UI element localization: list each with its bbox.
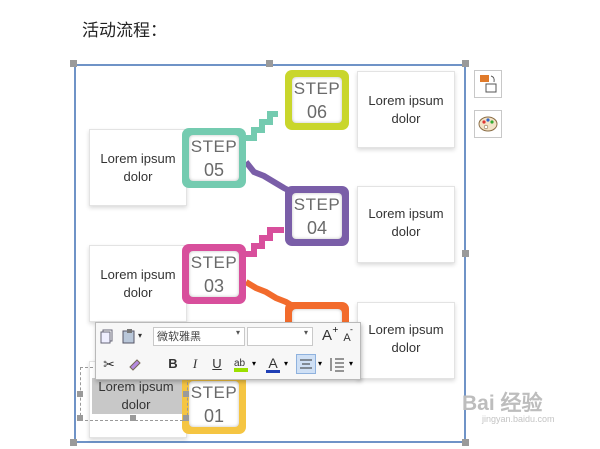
step-number: 01 <box>203 406 225 426</box>
shrink-arrow-icon: - <box>350 325 353 334</box>
font-size-dropdown-icon[interactable]: ▾ <box>304 328 309 337</box>
bold-label: B <box>168 356 178 371</box>
text-card[interactable]: Lorem ipsum dolor <box>357 186 455 263</box>
grow-font-label: A <box>321 327 332 344</box>
step-inner: STEP 03 <box>189 251 239 297</box>
resize-handle-br[interactable] <box>462 439 469 446</box>
line-spacing-icon[interactable] <box>328 355 346 373</box>
step-number: 04 <box>306 218 328 238</box>
watermark-url: jingyan.baidu.com <box>482 414 555 424</box>
baidu-watermark: Bai 经验 <box>462 392 543 415</box>
resize-handle-tl[interactable] <box>70 60 77 67</box>
align-dropdown-icon[interactable]: ▾ <box>318 359 323 368</box>
mini-format-toolbar: ▾ 微软雅黑 ▾ ▾ A + A - ✂ B I U ab ▾ A ▾ ▾ ▾ <box>95 322 361 380</box>
highlight-dropdown-icon[interactable]: ▾ <box>252 359 257 368</box>
text-card[interactable]: Lorem ipsum dolor <box>89 245 187 322</box>
step-06-box[interactable]: STEP 06 <box>285 70 349 130</box>
step-03-box[interactable]: STEP 03 <box>182 244 246 304</box>
layout-options-button[interactable] <box>474 70 502 98</box>
italic-button[interactable]: I <box>186 355 204 373</box>
align-center-button[interactable] <box>296 354 316 374</box>
resize-handle-mr[interactable] <box>462 250 469 257</box>
step-number: 03 <box>203 276 225 296</box>
underline-button[interactable]: U <box>208 355 226 373</box>
svg-text:ab: ab <box>234 358 246 369</box>
font-name-select[interactable]: 微软雅黑 <box>153 327 245 346</box>
textbox-handle-mr[interactable] <box>183 391 189 397</box>
text-card[interactable]: Lorem ipsum dolor <box>357 302 455 379</box>
step-number: 06 <box>306 102 328 122</box>
line-spacing-dropdown-icon[interactable]: ▾ <box>349 359 354 368</box>
step-word: STEP <box>293 195 341 214</box>
textbox-handle-bc[interactable] <box>130 415 136 421</box>
step-inner: STEP 05 <box>189 135 239 181</box>
text-selection-highlight <box>92 378 182 414</box>
font-size-select[interactable] <box>247 327 313 346</box>
page-heading: 活动流程： <box>82 21 167 41</box>
card-text: Lorem ipsum dolor <box>368 93 444 126</box>
step-word: STEP <box>190 137 238 156</box>
text-card[interactable]: Lorem ipsum dolor <box>89 129 187 206</box>
paste-icon[interactable] <box>120 327 138 345</box>
step-05-box[interactable]: STEP 05 <box>182 128 246 188</box>
layout-options-icon <box>480 75 497 93</box>
textbox-handle-br[interactable] <box>183 415 189 421</box>
font-name-dropdown-icon[interactable]: ▾ <box>236 328 241 337</box>
palette-icon <box>478 116 498 132</box>
scissors-icon[interactable]: ✂ <box>103 356 115 372</box>
font-color-swatch <box>266 370 280 373</box>
textbox-handle-bl[interactable] <box>77 415 83 421</box>
bold-button[interactable]: B <box>164 355 182 373</box>
step-word: STEP <box>190 383 238 402</box>
textbox-handle-ml[interactable] <box>77 391 83 397</box>
card-text: Lorem ipsum dolor <box>100 151 176 184</box>
step-word: STEP <box>190 253 238 272</box>
card-text[interactable]: Lorem ipsum dolor <box>98 379 174 412</box>
step-inner: STEP 06 <box>292 77 342 123</box>
design-ideas-button[interactable] <box>474 110 502 138</box>
step-04-box[interactable]: STEP 04 <box>285 186 349 246</box>
highlight-color-icon[interactable]: ab <box>232 355 250 373</box>
text-card[interactable]: Lorem ipsum dolor <box>357 71 455 148</box>
font-color-dropdown-icon[interactable]: ▾ <box>284 359 289 368</box>
connector-04-03 <box>246 227 284 257</box>
copy-format-icon[interactable] <box>98 327 116 345</box>
resize-handle-bl[interactable] <box>70 439 77 446</box>
shrink-font-label: A <box>343 332 351 344</box>
card-text: Lorem ipsum dolor <box>368 206 444 239</box>
align-center-icon <box>300 359 312 369</box>
resize-handle-tc[interactable] <box>266 60 273 67</box>
connector-05-04 <box>243 160 294 195</box>
grow-font-button[interactable]: A <box>318 327 336 345</box>
connector-05-06 <box>246 111 278 141</box>
format-painter-icon[interactable] <box>126 355 144 373</box>
step-number: 05 <box>203 160 225 180</box>
font-color-button[interactable]: A <box>264 354 282 373</box>
step-inner: STEP 01 <box>189 381 239 427</box>
card-text: Lorem ipsum dolor <box>368 322 444 355</box>
paste-dropdown-icon[interactable]: ▾ <box>137 331 142 340</box>
underline-label: U <box>212 356 222 371</box>
italic-label: I <box>192 356 198 371</box>
step-inner: STEP 04 <box>292 193 342 239</box>
font-color-label: A <box>268 355 278 371</box>
grow-arrow-icon: + <box>332 325 339 334</box>
step-01-box[interactable]: STEP 01 <box>182 374 246 434</box>
resize-handle-tr[interactable] <box>462 60 469 67</box>
step-word: STEP <box>293 79 341 98</box>
shrink-font-button[interactable]: A <box>338 329 356 347</box>
card-text: Lorem ipsum dolor <box>100 267 176 300</box>
